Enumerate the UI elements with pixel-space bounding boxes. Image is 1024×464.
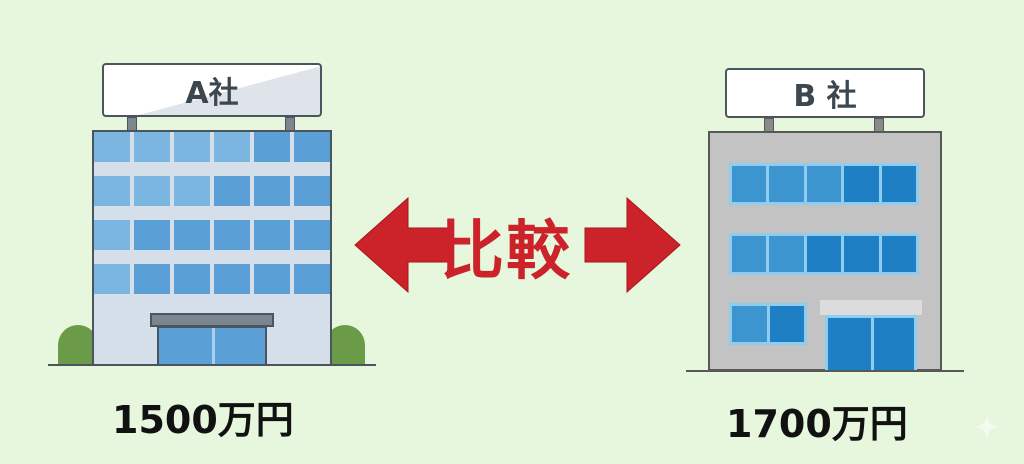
sparkle-icon [973, 413, 1001, 441]
window [94, 264, 130, 294]
window [254, 264, 290, 294]
window [806, 166, 842, 202]
double-arrow-icon [354, 196, 681, 294]
company-b-price: 1700万円 [726, 402, 908, 446]
company-a-sign-label: A社 [185, 76, 239, 111]
company-a-entrance-door [157, 326, 267, 366]
company-a-entrance-canopy [150, 313, 274, 327]
window [769, 166, 804, 202]
window [174, 132, 210, 162]
window [732, 166, 767, 202]
bush-left [58, 325, 98, 365]
window [94, 220, 130, 250]
sign-post-left [127, 117, 137, 131]
comparison-label: 比較 [440, 215, 572, 289]
sign-post-left [764, 118, 774, 132]
sign-post-right [285, 117, 295, 131]
company-b-entrance-door [825, 315, 917, 371]
window [881, 236, 917, 272]
company-b-window-row-3 [729, 303, 807, 345]
window [134, 176, 170, 206]
window [174, 264, 210, 294]
company-b-window-row-2 [729, 233, 919, 275]
company-a-windows [94, 132, 330, 302]
company-b-sign-label: B 社 [793, 79, 857, 114]
ground-line-b [686, 370, 964, 372]
window [844, 166, 879, 202]
window [214, 220, 250, 250]
ground-line-a [48, 364, 376, 366]
window [134, 264, 170, 294]
window [294, 220, 330, 250]
company-a-price: 1500万円 [112, 398, 294, 442]
sign-post-right [874, 118, 884, 132]
window [769, 236, 804, 272]
window [174, 220, 210, 250]
company-b-window-row-1 [729, 163, 919, 205]
company-a-sign: A社 [102, 63, 322, 117]
window [174, 176, 210, 206]
window [294, 264, 330, 294]
window [94, 176, 130, 206]
window [294, 176, 330, 206]
window [254, 220, 290, 250]
company-b-sign: B 社 [725, 68, 925, 118]
window [214, 264, 250, 294]
window [732, 236, 767, 272]
window [214, 132, 250, 162]
window [732, 306, 767, 342]
window [769, 306, 804, 342]
window [844, 236, 879, 272]
window [94, 132, 130, 162]
window [214, 176, 250, 206]
window [881, 166, 917, 202]
company-b-entrance-canopy [820, 300, 922, 315]
window [254, 132, 290, 162]
window [134, 132, 170, 162]
window [294, 132, 330, 162]
window [254, 176, 290, 206]
window [806, 236, 842, 272]
window [134, 220, 170, 250]
